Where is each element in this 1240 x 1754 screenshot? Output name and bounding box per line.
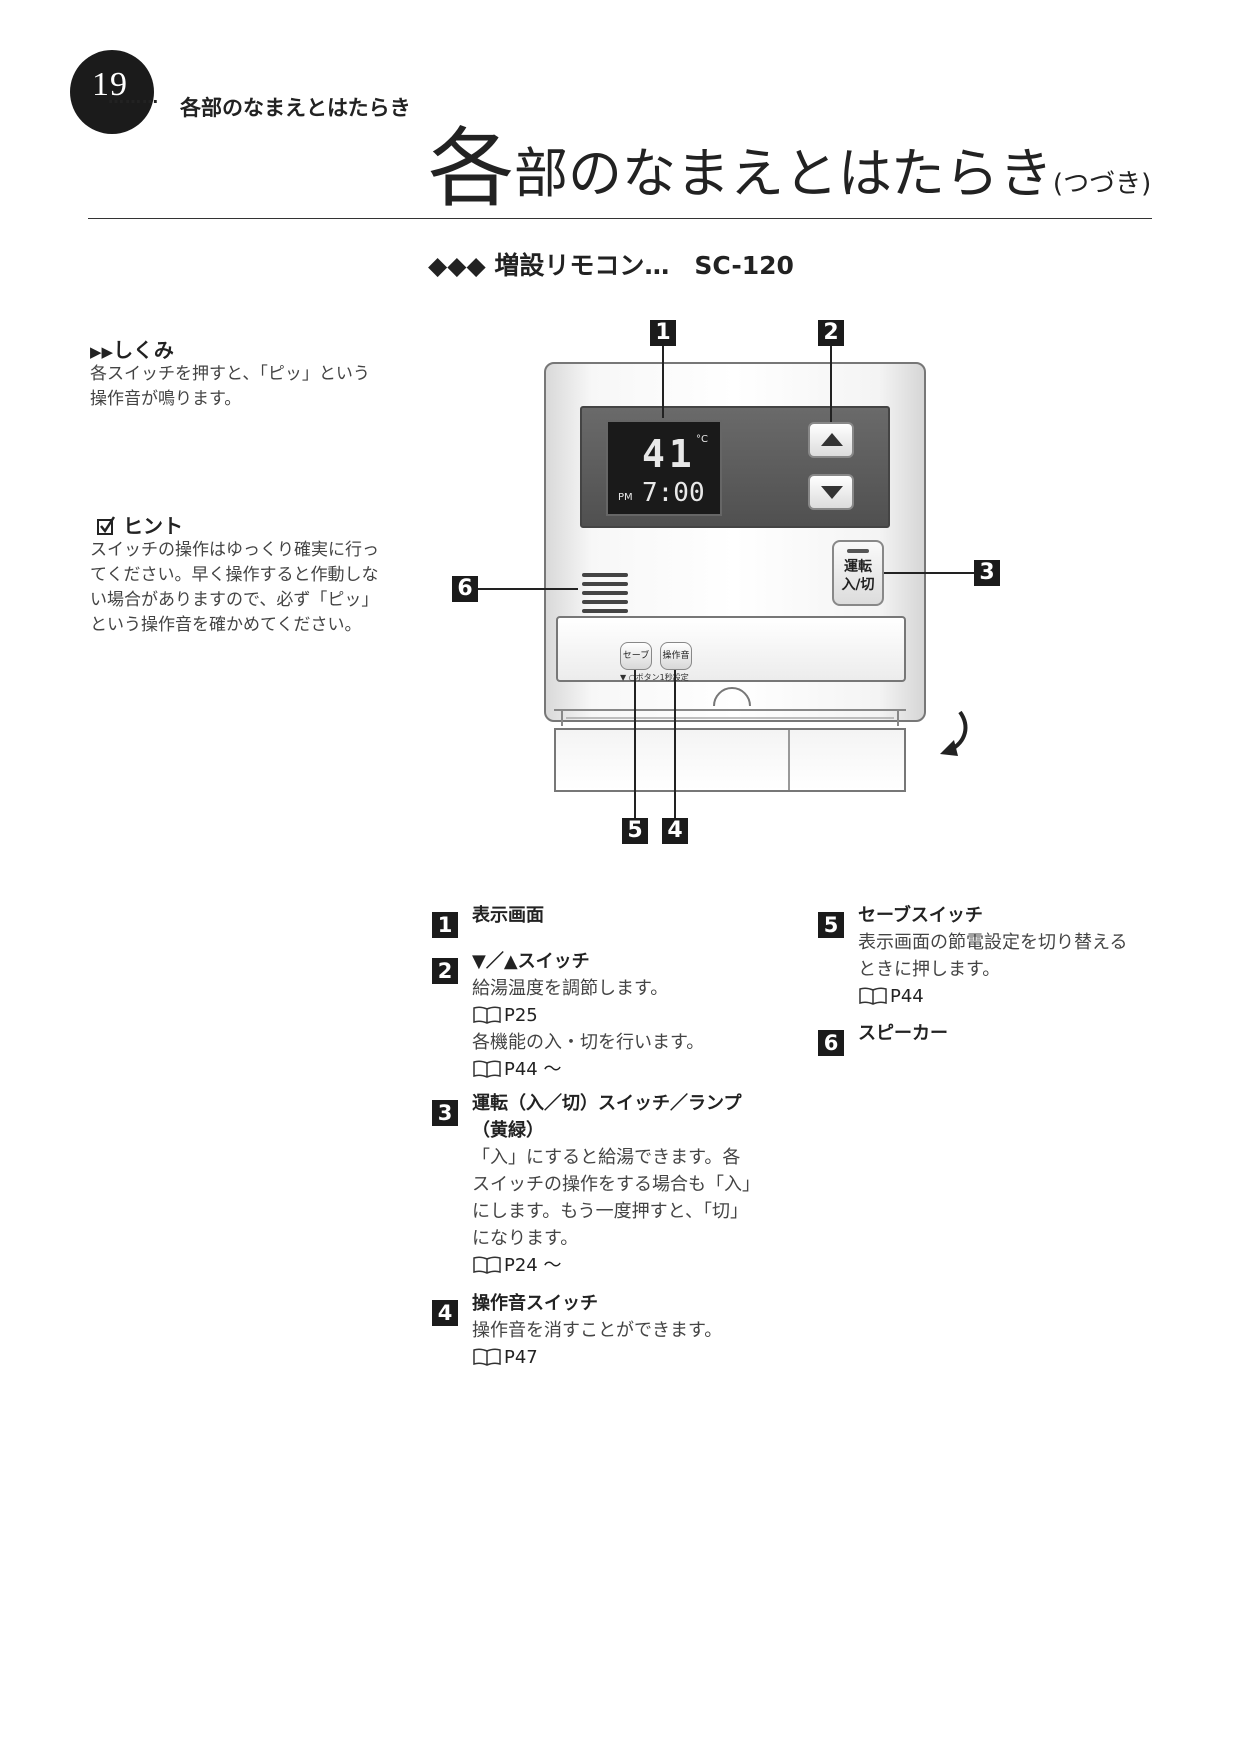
button-setting-note: ▼ ○ボタン1秒設定: [620, 673, 689, 682]
page-title: 各部のなまえとはたらき(つづき): [428, 126, 1151, 212]
mechanism-body: 各スイッチを押すと、「ピッ」という操作音が鳴ります。: [90, 364, 370, 409]
item-3-ref-text: P24 ～: [504, 1255, 562, 1276]
title-rule: [88, 218, 1152, 219]
item-2-ref-1-text: P25: [504, 1005, 538, 1026]
item-6-title: スピーカー: [858, 1023, 948, 1044]
lower-button-panel: [556, 616, 906, 682]
running-head: 各部のなまえとはたらき: [180, 96, 411, 120]
callout-4: 4: [662, 818, 688, 844]
hint-body: スイッチの操作はゆっくり確実に行ってください。早く操作すると作動しない場合があり…: [90, 540, 379, 635]
item-5-line-2: ときに押します。: [858, 959, 1001, 980]
leader-line-4: [674, 670, 676, 818]
lcd-temperature: 41: [642, 432, 696, 476]
hint-title: ヒント: [122, 514, 183, 538]
item-1-title: 表示画面: [472, 905, 544, 926]
item-5-line-1: 表示画面の節電設定を切り替える: [858, 932, 1128, 953]
checkbox-icon: [97, 516, 116, 535]
book-icon: [473, 1006, 501, 1024]
item-4-title: 操作音スイッチ: [472, 1293, 598, 1314]
lcd-time: 7:00: [642, 478, 705, 508]
mechanism-heading: ▶▶しくみ: [90, 334, 174, 363]
mechanism-title: しくみ: [113, 338, 174, 362]
run-label-line-1: 運転: [844, 559, 872, 575]
item-2-ref-1[interactable]: P25: [472, 1002, 538, 1029]
book-icon: [473, 1348, 501, 1366]
item-4-number: 4: [432, 1300, 458, 1326]
page-title-initial: 各: [428, 119, 514, 219]
item-1-number: 1: [432, 912, 458, 938]
callout-5: 5: [622, 818, 648, 844]
item-3-line-1: 「入」にすると給湯できます。各: [472, 1147, 741, 1168]
item-4-ref[interactable]: P47: [472, 1344, 538, 1371]
running-head-dots: ………: [108, 88, 159, 107]
lcd-pm: PM: [618, 492, 633, 503]
run-lamp: [847, 549, 869, 553]
item-3-line-4: になります。: [472, 1228, 579, 1249]
page-title-main: 部のなまえとはたらき: [514, 142, 1053, 205]
run-label-line-2: 入/切: [841, 577, 875, 593]
item-3-title-2: （黄緑）: [472, 1120, 544, 1141]
diamond-icons: ◆◆◆: [428, 251, 486, 280]
item-5-ref-text: P44: [890, 986, 924, 1007]
leader-line-2: [830, 346, 832, 422]
callout-6: 6: [452, 576, 478, 602]
item-3-title-1: 運転（入／切）スイッチ／ランプ: [472, 1093, 742, 1114]
speaker-grille-line: [582, 609, 628, 613]
section-title: 増設リモコン… SC-120: [494, 251, 794, 280]
item-3-line-2: スイッチの操作をする場合も「入」: [472, 1174, 760, 1195]
page-number-badge: 19: [70, 50, 154, 134]
book-icon: [473, 1256, 501, 1274]
item-4-body: 操作音を消すことができます。: [472, 1320, 723, 1341]
section-heading: ◆◆◆ 増設リモコン… SC-120: [428, 246, 794, 282]
item-2-ref-2[interactable]: P44 ～: [472, 1056, 561, 1083]
triangle-down-icon: [821, 486, 843, 499]
leader-line-5: [634, 670, 636, 818]
page-number: 19: [92, 66, 128, 103]
book-icon: [859, 987, 887, 1005]
item-4-ref-text: P47: [504, 1347, 538, 1368]
up-button[interactable]: [808, 422, 854, 458]
leader-line-3: [884, 572, 974, 574]
speaker-grille-line: [582, 582, 628, 586]
callout-1: 1: [650, 320, 676, 346]
save-button[interactable]: セーブ: [620, 642, 652, 670]
down-button[interactable]: [808, 474, 854, 510]
item-5-number: 5: [818, 912, 844, 938]
item-2-title: ▼／▲スイッチ: [472, 951, 590, 972]
cover-divider: [788, 730, 790, 790]
item-2-ref-2-text: P44 ～: [504, 1059, 562, 1080]
item-2-body-2: 各機能の入・切を行います。: [472, 1032, 705, 1053]
book-icon: [473, 1060, 501, 1078]
callout-2: 2: [818, 320, 844, 346]
item-2-number: 2: [432, 958, 458, 984]
item-6-number: 6: [818, 1030, 844, 1056]
hint-heading: ヒント: [96, 510, 183, 539]
sound-button[interactable]: 操作音: [660, 642, 692, 670]
item-3-number: 3: [432, 1100, 458, 1126]
rotate-arrow-icon: [940, 710, 968, 756]
hinge-illustration: [554, 687, 906, 726]
item-3-ref[interactable]: P24 ～: [472, 1252, 561, 1279]
run-button-label: 運転 入/切: [838, 558, 878, 594]
double-triangle-icon: ▶▶: [90, 343, 114, 361]
page-title-suffix: (つづき): [1052, 169, 1152, 199]
callout-3: 3: [974, 560, 1000, 586]
triangle-up-icon: [821, 433, 843, 446]
leader-line-6: [478, 588, 578, 590]
speaker-grille-line: [582, 573, 628, 577]
leader-line-1: [662, 346, 664, 418]
speaker-grille-line: [582, 591, 628, 595]
item-3-line-3: にします。もう一度押すと、「切」: [472, 1201, 748, 1222]
lcd-temp-unit: °C: [696, 434, 708, 445]
item-2-body-1: 給湯温度を調節します。: [472, 978, 669, 999]
front-cover[interactable]: [554, 728, 906, 792]
speaker-grille-line: [582, 600, 628, 604]
item-5-title: セーブスイッチ: [858, 905, 983, 926]
item-5-ref[interactable]: P44: [858, 983, 924, 1010]
run-on-off-button[interactable]: 運転 入/切: [832, 540, 884, 606]
lcd-screen: 41 °C PM 7:00: [606, 420, 722, 516]
